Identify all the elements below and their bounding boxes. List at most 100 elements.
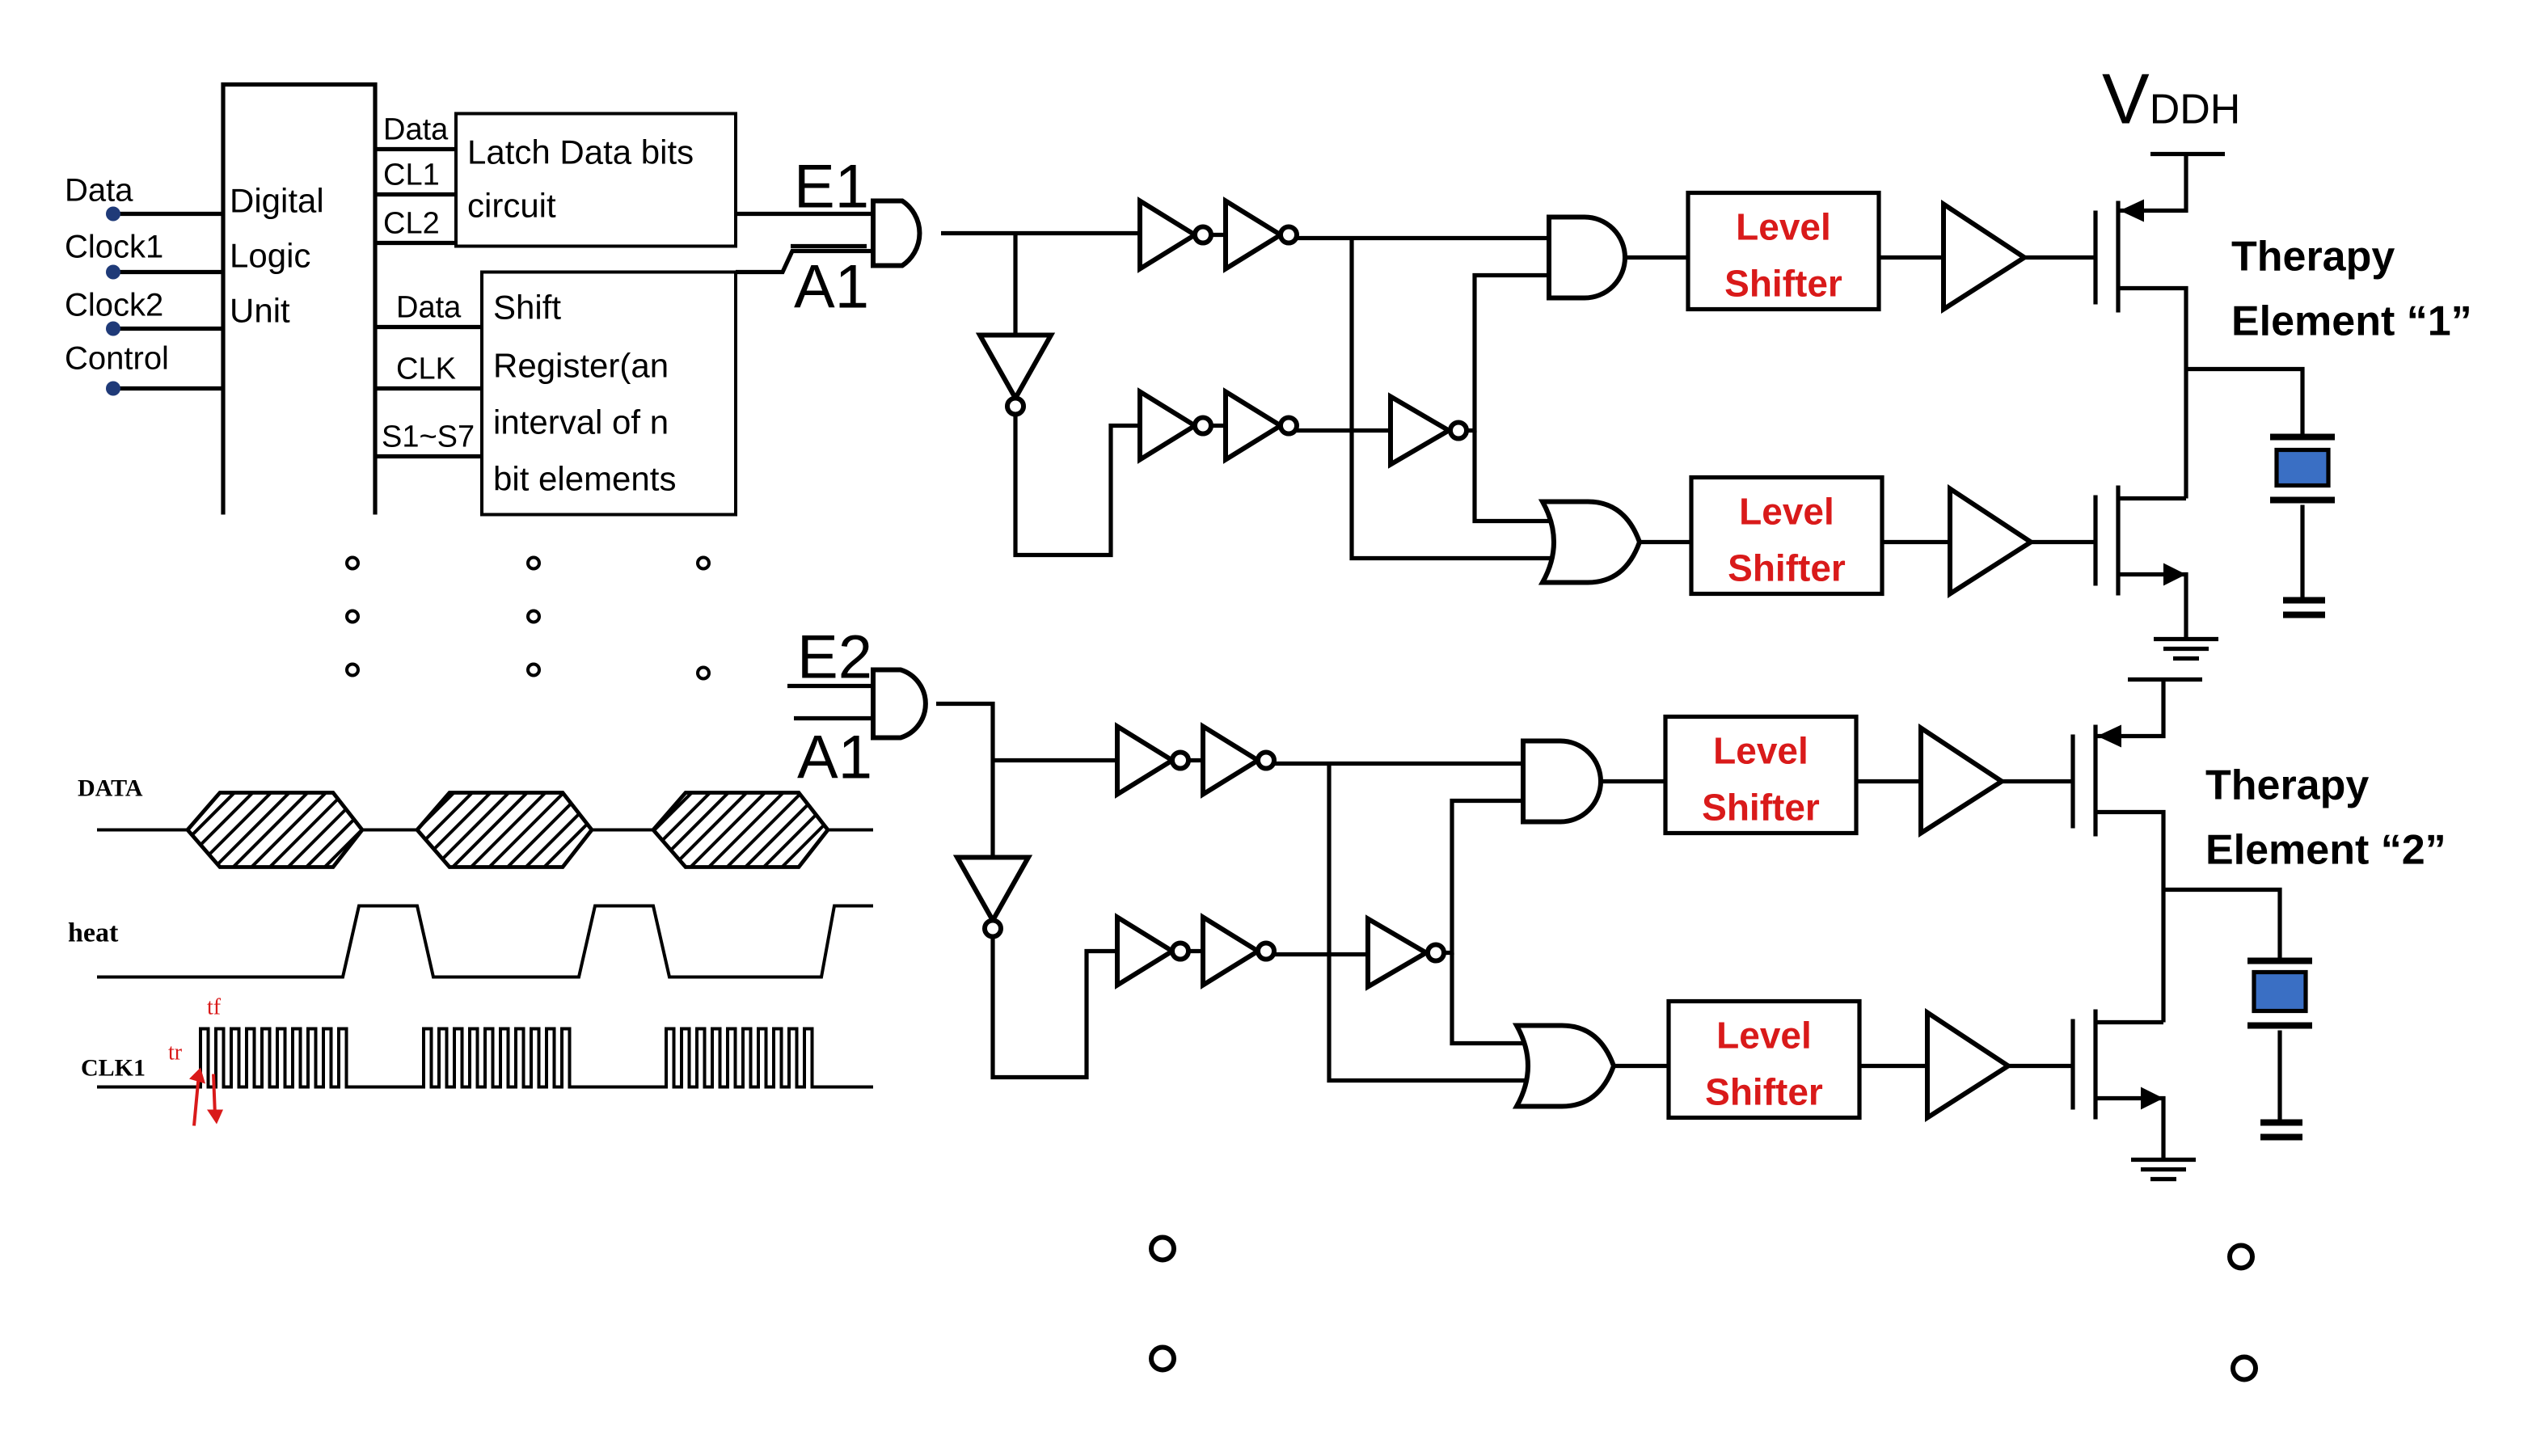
latch-block: Data CL1 CL2 Latch Data bits circuit xyxy=(375,112,737,248)
clk1-signal-line xyxy=(97,1027,873,1089)
channel-1-level-shifter-top-line-2: Shifter xyxy=(1724,263,1842,305)
timing-label-data: DATA xyxy=(78,775,143,802)
channel-1-upper-inverter-2 xyxy=(1223,196,1285,273)
therapy-element-2-line-2: Element “2” xyxy=(2205,827,2446,874)
latch-label-line-1: Latch Data bits xyxy=(467,133,694,171)
channel-2-buffer-top xyxy=(1918,723,2007,838)
channel-1-upper-inverter-1 xyxy=(1137,196,1200,273)
continuation-dots xyxy=(1149,1234,2258,1382)
channel-2-branch-wire xyxy=(1327,763,1526,1083)
channel-2-level-shifter-bottom-line-1: Level xyxy=(1716,1015,1812,1057)
channel-1-level-shifter-top xyxy=(1686,190,1881,312)
channel-2-lower-inverter-2 xyxy=(1201,913,1263,990)
therapy-element-2-line-1: Therapy xyxy=(2205,762,2369,809)
channel-2-inverter-down xyxy=(952,855,1033,926)
channel-1-lower-inverter-1 xyxy=(1137,387,1200,464)
channel-1: E1 A1 Level Shifter xyxy=(791,59,2472,661)
digital-logic-unit-line-1: Digital xyxy=(230,182,324,220)
channel-2-inv3-to-or xyxy=(1450,952,1530,1046)
channel-2-buffer-bottom xyxy=(1925,1007,2013,1122)
channel-1-lower-inverter-2 xyxy=(1223,387,1285,464)
channel-1-nmos xyxy=(2093,485,2218,661)
channel-2-enable-label: E2 xyxy=(797,623,872,692)
channel-1-or-gate xyxy=(1538,499,1643,585)
therapy-element-1-line-2: Element “1” xyxy=(2231,298,2472,345)
channel-1-enable-label: E1 xyxy=(794,153,869,222)
input-label-clock2: Clock2 xyxy=(65,288,163,323)
input-pin-data xyxy=(106,206,120,222)
shift-port-clk: CLK xyxy=(396,352,456,386)
input-label-control: Control xyxy=(65,341,169,377)
channel-1-level-shifter-bottom-line-1: Level xyxy=(1739,491,1834,533)
channel-2-loop-wire xyxy=(990,936,1117,1080)
tf-label: tf xyxy=(207,995,222,1020)
channel-2-tap-down xyxy=(936,701,995,858)
timing-label-heat: heat xyxy=(68,918,119,948)
channel-1-output-wire xyxy=(2186,366,2305,434)
channel-2-level-shifter-top-line-2: Shifter xyxy=(1702,787,1820,829)
channel-2-address-label: A1 xyxy=(797,724,872,792)
channel-2-level-shifter-top-line-1: Level xyxy=(1713,730,1809,772)
channel-1-buffer-bottom xyxy=(1948,483,2036,598)
supply-label-subscript: DDH xyxy=(2150,87,2241,133)
channel-1-and-gate xyxy=(1547,214,1627,301)
channel-2-level-shifter-top xyxy=(1663,714,1859,836)
therapy-element-2-transducer xyxy=(2252,969,2308,1014)
input-pins: Data Clock1 Clock2 Control xyxy=(65,173,223,396)
input-pin-clock2 xyxy=(106,321,120,336)
channel-1-level-shifter-bottom-line-2: Shifter xyxy=(1728,547,1846,589)
shift-label-line-2: Register(an xyxy=(493,347,669,385)
tf-arrow-down xyxy=(212,1074,217,1116)
data-bit-3 xyxy=(650,791,831,869)
latch-port-data: Data xyxy=(383,113,449,147)
digital-logic-unit-line-2: Logic xyxy=(230,237,310,275)
shift-label-line-3: interval of n xyxy=(493,403,669,441)
input-label-data: Data xyxy=(65,173,133,209)
latch-port-cl2: CL2 xyxy=(383,207,440,241)
input-pin-control xyxy=(106,381,120,396)
digital-logic-unit-line-3: Unit xyxy=(230,292,290,330)
channel-1-address-label: A1 xyxy=(794,253,869,322)
channel-1-inverter-down xyxy=(975,332,1056,403)
channel-1-level-shifter-bottom xyxy=(1689,475,1884,597)
logic-block: Digital Logic Unit Data Clock1 Clock2 Co… xyxy=(65,82,873,681)
channel-2-inverter-3 xyxy=(1365,914,1431,991)
channel-1-inv3-to-or xyxy=(1472,430,1555,524)
data-bit-1 xyxy=(184,791,365,869)
latch-data-bits-circuit xyxy=(454,112,737,248)
shift-register-block: Data CLK S1~S7 Shift Register(an interva… xyxy=(375,270,737,517)
timing-label-clk1: CLK1 xyxy=(81,1055,146,1082)
therapy-element-1-transducer xyxy=(2274,447,2331,488)
shift-label-line-4: bit elements xyxy=(493,460,676,498)
shift-port-data: Data xyxy=(396,291,462,325)
supply-label: VDDH xyxy=(2102,59,2240,139)
logic-ellipsis-dots xyxy=(345,555,711,681)
channel-2-upper-inverter-2 xyxy=(1201,722,1263,799)
channel-2-nmos xyxy=(2070,1009,2196,1182)
channel-2: E2 A1 Level Shifter xyxy=(787,623,2446,1182)
input-pin-clock1 xyxy=(106,264,120,280)
digital-logic-unit-outline xyxy=(221,82,378,515)
tr-label: tr xyxy=(168,1040,183,1066)
supply-label-main: V xyxy=(2102,59,2150,139)
shift-to-and-wire xyxy=(736,248,873,275)
channel-1-branch-wire xyxy=(1349,238,1552,561)
latch-label-line-2: circuit xyxy=(467,187,556,225)
channel-1-inv3-to-and xyxy=(1467,272,1552,433)
heat-signal-line xyxy=(97,904,873,979)
channel-2-lower-inverter-1 xyxy=(1115,913,1177,990)
channel-2-or-gate xyxy=(1512,1023,1617,1109)
timing-markers: tf tr xyxy=(168,995,223,1126)
channel-2-level-shifter-bottom-line-2: Shifter xyxy=(1705,1071,1823,1113)
timing-diagram: DATA heat CLK1 tf tr xyxy=(68,775,873,1126)
latch-port-cl1: CL1 xyxy=(383,158,440,192)
channel-2-level-shifter-bottom xyxy=(1666,998,1862,1120)
therapy-element-1-line-1: Therapy xyxy=(2231,234,2395,281)
data-bit-2 xyxy=(414,791,595,869)
channel-1-pmos xyxy=(2093,151,2225,499)
channel-2-and-gate xyxy=(1521,738,1603,825)
channel-2-pmos xyxy=(2070,677,2202,1023)
tr-arrow-up xyxy=(192,1074,200,1126)
channel-2-output-wire xyxy=(2163,887,2282,958)
